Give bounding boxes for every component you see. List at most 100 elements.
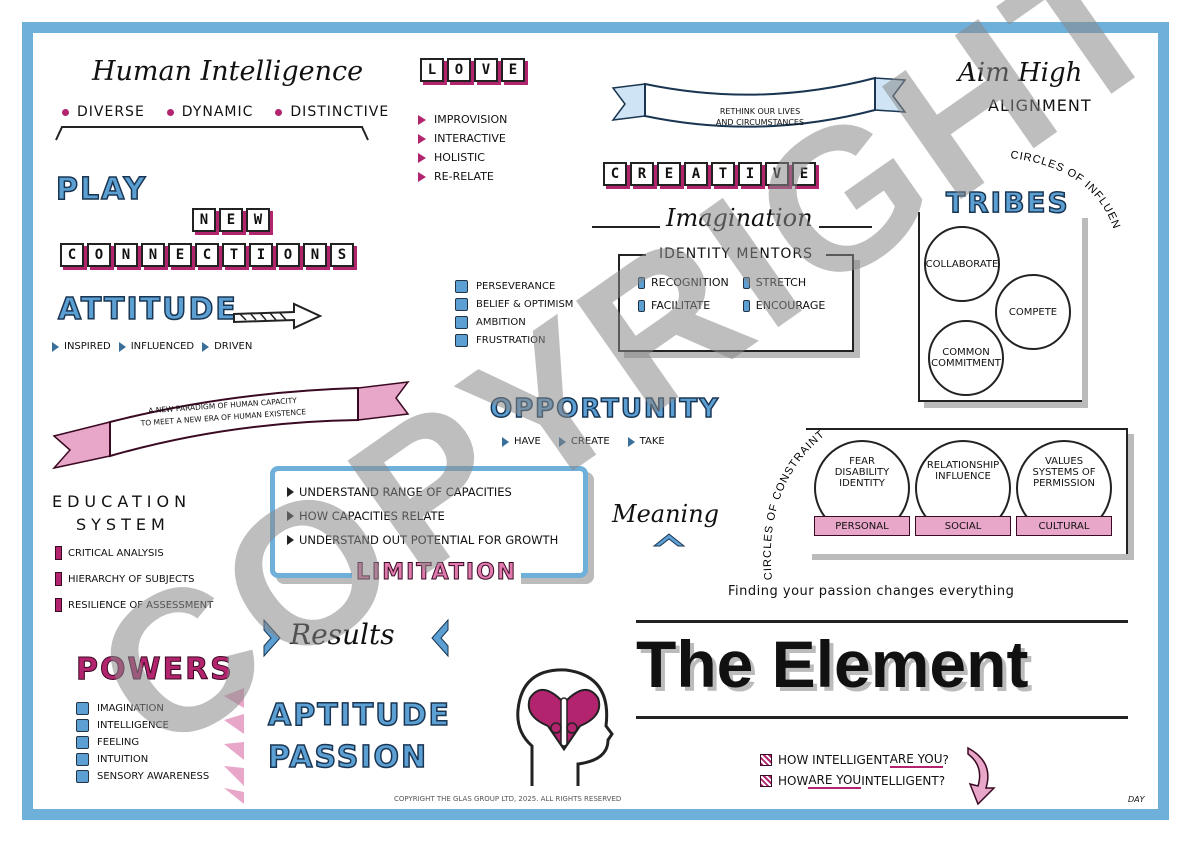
- letter-tile: E: [792, 162, 816, 186]
- mentor-item: ENCOURAGE: [742, 299, 825, 312]
- letter-tile: R: [630, 162, 654, 186]
- letter-tile: C: [195, 243, 219, 267]
- powers-list: IMAGINATION INTELLIGENCE FEELING INTUITI…: [76, 702, 209, 787]
- bracket-line: [55, 126, 369, 141]
- passion-line: Finding your passion changes everything: [728, 584, 1015, 599]
- square-bullet-icon: [55, 572, 62, 586]
- letter-tile: T: [711, 162, 735, 186]
- rays-decoration: [224, 688, 244, 804]
- persev-item: FRUSTRATION: [455, 334, 573, 347]
- letter-tile: I: [249, 243, 273, 267]
- square-bullet-icon: [76, 736, 89, 749]
- human-intelligence-list: DIVERSE DYNAMIC DISTINCTIVE: [62, 104, 389, 120]
- triangle-icon: [287, 487, 294, 497]
- identity-mentors-title: IDENTITY MENTORS: [646, 246, 826, 262]
- triangle-icon: [558, 436, 566, 447]
- tribe-circle: COMPETE: [995, 274, 1071, 350]
- letter-tile: T: [222, 243, 246, 267]
- mentor-item: STRETCH: [742, 276, 826, 289]
- love-item: RE-RELATE: [418, 170, 507, 183]
- ribbon-banner-mid: [51, 381, 410, 470]
- chevron-left-icon: [431, 618, 449, 658]
- perseverance-list: PERSEVERANCE BELIEF & OPTIMISM AMBITION …: [455, 280, 573, 352]
- love-item: INTERACTIVE: [418, 132, 507, 145]
- opportunity-title: OPPORTUNITY: [489, 393, 721, 425]
- limitation-box: UNDERSTAND RANGE OF CAPACITIES HOW CAPAC…: [270, 466, 588, 578]
- letter-tile: A: [684, 162, 708, 186]
- triangle-icon: [118, 341, 126, 352]
- banner-top-text: RETHINK OUR LIVES AND CIRCUMSTANCES: [715, 107, 805, 127]
- letter-tile: V: [765, 162, 789, 186]
- limitation-item: HOW CAPACITIES RELATE: [287, 509, 583, 523]
- triangle-icon: [52, 341, 59, 352]
- tribe-circle: COMMON COMMITMENT: [928, 320, 1004, 396]
- meaning-title: Meaning: [612, 500, 720, 528]
- limitation-list: UNDERSTAND RANGE OF CAPACITIES HOW CAPAC…: [287, 485, 583, 547]
- square-bullet-icon: [455, 280, 468, 293]
- letter-tile: E: [219, 208, 243, 232]
- human-intelligence-title: Human Intelligence: [92, 56, 364, 87]
- triangle-icon: [287, 535, 294, 545]
- love-tile: E: [501, 58, 525, 82]
- aptitude-title: APTITUDE: [267, 697, 452, 734]
- love-tile: L: [420, 58, 444, 82]
- love-tile: O: [447, 58, 471, 82]
- signature: DAY: [1128, 795, 1145, 804]
- attitude-item: INSPIRED: [52, 341, 111, 352]
- constraint-label: SOCIAL: [915, 516, 1011, 536]
- powers-item: SENSORY AWARENESS: [76, 770, 209, 783]
- copyright-footer: COPYRIGHT THE GLAS GROUP LTD, 2025. ALL …: [394, 795, 622, 803]
- powers-item: FEELING: [76, 736, 209, 749]
- letter-tile: S: [330, 243, 354, 267]
- triangle-icon: [418, 152, 426, 163]
- limitation-title: LIMITATION: [352, 560, 522, 586]
- letter-tile: C: [603, 162, 627, 186]
- letter-tile: C: [60, 243, 84, 267]
- creative-tiles: C R E A T I V E: [603, 162, 816, 186]
- letter-tile: O: [276, 243, 300, 267]
- love-item: HOLISTIC: [418, 151, 507, 164]
- attitude-list: INSPIRED INFLUENCED DRIVEN: [52, 341, 252, 352]
- persev-item: AMBITION: [455, 316, 573, 329]
- triangle-icon: [418, 171, 426, 182]
- powers-item: INTUITION: [76, 753, 209, 766]
- square-bullet-icon: [76, 753, 89, 766]
- square-bullet-icon: [455, 298, 468, 311]
- powers-item: INTELLIGENCE: [76, 719, 209, 732]
- education-item: CRITICAL ANALYSIS: [55, 546, 213, 560]
- imagination-title: Imagination: [660, 204, 819, 232]
- ribbon-banner-top: [611, 76, 907, 128]
- mentor-item: RECOGNITION: [638, 276, 729, 289]
- play-title: PLAY: [55, 171, 148, 208]
- question-2: HOW ARE YOU INTELLIGENT?: [760, 773, 945, 789]
- letter-tile: N: [303, 243, 327, 267]
- head-butterfly-icon: [516, 668, 614, 786]
- letter-tile: O: [87, 243, 111, 267]
- attitude-title: ATTITUDE: [57, 291, 238, 328]
- new-tiles: N E W: [192, 208, 270, 232]
- limitation-item: UNDERSTAND OUT POTENTIAL FOR GROWTH: [287, 533, 583, 547]
- triangle-icon: [627, 436, 635, 447]
- opportunity-item: TAKE: [627, 436, 665, 447]
- connections-tiles: C O N N E C T I O N S: [60, 243, 354, 267]
- education-item: RESILIENCE OF ASSESSMENT: [55, 598, 213, 612]
- square-bullet-icon: [760, 754, 772, 766]
- persev-item: PERSEVERANCE: [455, 280, 573, 293]
- circles-constraint-arc: CIRCLES OF CONSTRAINT: [762, 428, 827, 581]
- triangle-icon: [502, 436, 509, 447]
- tribe-circle: COLLABORATE: [924, 226, 1000, 302]
- square-bullet-icon: [455, 334, 468, 347]
- passion-title: PASSION: [267, 739, 429, 776]
- powers-item: IMAGINATION: [76, 702, 209, 715]
- hi-item: DYNAMIC: [166, 104, 254, 120]
- mentor-item: FACILITATE: [638, 299, 729, 312]
- education-list: CRITICAL ANALYSIS HIERARCHY OF SUBJECTS …: [55, 546, 213, 624]
- chevron-right-icon: [263, 618, 281, 658]
- letter-tile: I: [738, 162, 762, 186]
- letter-tile: E: [168, 243, 192, 267]
- triangle-icon: [287, 511, 294, 521]
- persev-item: BELIEF & OPTIMISM: [455, 298, 573, 311]
- limitation-item: UNDERSTAND RANGE OF CAPACITIES: [287, 485, 583, 499]
- education-item: HIERARCHY OF SUBJECTS: [55, 572, 213, 586]
- chevron-up-icon: [652, 533, 686, 547]
